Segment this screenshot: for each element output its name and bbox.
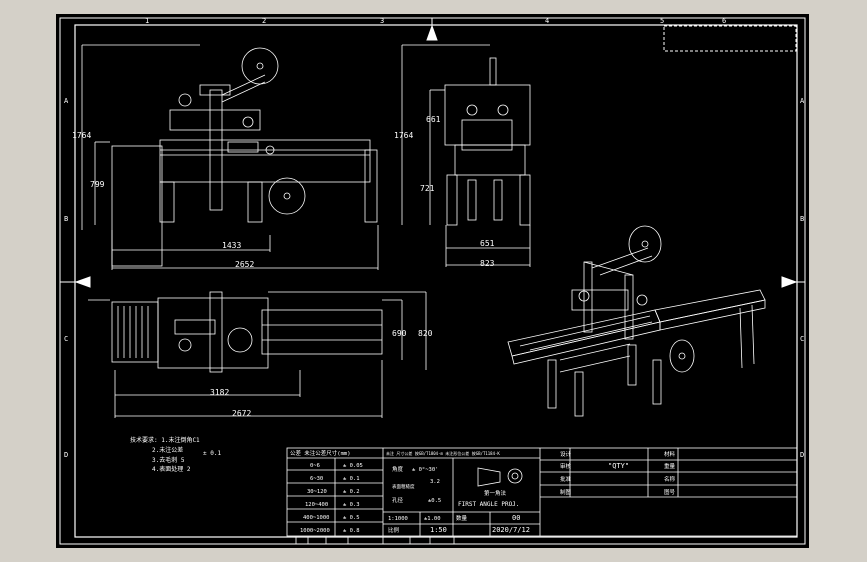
dim-label: 1433	[222, 241, 241, 250]
note-line: ± 0.1	[203, 450, 221, 457]
dim-label: 799	[90, 180, 105, 189]
tol-range: 400~1000	[303, 515, 330, 521]
approver-label: 批准	[560, 475, 572, 483]
tol-range: 6~30	[310, 476, 323, 482]
tol-range: 120~400	[305, 502, 328, 508]
checker-label: 审核	[560, 462, 572, 470]
number-field: 图号	[664, 488, 676, 496]
projection-en: FIRST ANGLE PROJ.	[458, 501, 519, 508]
hole-value: ±0.5	[428, 498, 441, 504]
note-line: 2.未注公差	[152, 446, 183, 454]
side-view-dimensions: 1764 661 721 651 823	[394, 115, 495, 268]
name-field: 名称	[664, 475, 676, 483]
general-header: 未注 尺寸公差 按GB/T1804-m 未注形位公差 按GB/T1184-K	[386, 450, 500, 456]
zone-number: 6	[722, 17, 726, 25]
scale-value: 1:50	[430, 526, 447, 534]
drawing-canvas	[56, 14, 809, 548]
date-value: 2020/7/12	[492, 526, 530, 534]
scale-label: 比例	[388, 526, 400, 534]
dim-label: 1764	[394, 131, 413, 140]
roughness-value: 3.2	[430, 479, 440, 485]
zone-letter: D	[800, 451, 804, 459]
tol-value: ± 0.5	[343, 515, 360, 521]
note-line: 技术要求: 1.未注倒角C1	[130, 436, 200, 444]
zone-numbers-top: 1 2 3 4 5 6	[145, 17, 726, 25]
zone-letter: D	[64, 451, 68, 459]
weight-field: 重量	[664, 462, 676, 470]
zone-number: 2	[262, 17, 266, 25]
dim-label: 3182	[210, 388, 229, 397]
zone-number: 4	[545, 17, 549, 25]
dim-label: 2652	[235, 260, 254, 269]
isometric-view[interactable]	[507, 225, 766, 417]
zone-letter: C	[800, 335, 804, 343]
front-view[interactable]	[81, 44, 379, 270]
angle-label: 角度	[392, 465, 404, 473]
tol-range: 1000~2000	[300, 528, 330, 534]
roughness-label: 表面粗糙度	[392, 483, 415, 490]
side-view[interactable]	[401, 44, 531, 267]
technical-notes: 技术要求: 1.未注倒角C1 2.未注公差 ± 0.1 3.去毛刺 5 4.表面…	[130, 436, 221, 473]
dim-label: 690	[392, 329, 407, 338]
tol-range: 0~6	[310, 463, 320, 469]
zone-letter: A	[800, 97, 805, 105]
qty-field: "QTY"	[608, 462, 629, 470]
zone-number: 3	[380, 17, 384, 25]
note-line: 4.表面处理 2	[152, 465, 191, 473]
dim-label: 820	[418, 329, 433, 338]
zone-letters: A B C D A B C D	[64, 97, 805, 459]
angle-value: ± 0°~30'	[412, 467, 439, 473]
zone-letter: B	[64, 215, 68, 223]
top-view[interactable]	[88, 291, 427, 418]
drafter-label: 制图	[560, 488, 572, 496]
zone-letter: C	[64, 335, 68, 343]
designer-label: 设计	[560, 450, 572, 458]
dim-label: 823	[480, 259, 495, 268]
tol-range: 30~120	[307, 489, 327, 495]
qty-label: 1:1000	[388, 516, 408, 522]
tol-value: ± 0.05	[343, 463, 363, 469]
zone-letter: A	[64, 97, 69, 105]
zone-number: 5	[660, 17, 664, 25]
tol-value: ± 0.2	[343, 489, 360, 495]
material-value: 00	[512, 514, 520, 522]
top-view-dimensions: 690 820 3182 2672	[210, 329, 433, 418]
sheet-inner-border	[74, 24, 798, 538]
zone-letter: B	[800, 215, 804, 223]
dim-label: 721	[420, 184, 435, 193]
material-field: 材料	[664, 450, 676, 458]
note-line: 3.去毛刺 5	[152, 456, 185, 464]
title-block	[286, 447, 798, 544]
projection-cn: 第一角法	[484, 489, 507, 497]
dim-label: 651	[480, 239, 495, 248]
revision-box	[663, 25, 797, 52]
center-marks	[60, 18, 805, 288]
hole-label: 孔径	[392, 496, 404, 504]
tol-value: ± 0.3	[343, 502, 360, 508]
front-view-dimensions: 1764 799 1433 2652	[72, 131, 254, 269]
tol-value: ± 0.1	[343, 476, 360, 482]
title-block-text: 公差 未注公差尺寸(mm) 0~6 ± 0.05 6~30 ± 0.1 30~1…	[290, 449, 676, 534]
dim-label: 2672	[232, 409, 251, 418]
tolerance-header: 公差 未注公差尺寸(mm)	[290, 449, 351, 457]
material-label: 数量	[456, 514, 468, 522]
dim-label: 1764	[72, 131, 91, 140]
qty-value: ±1.00	[424, 516, 441, 522]
zone-number: 1	[145, 17, 149, 25]
dim-label: 661	[426, 115, 441, 124]
tol-value: ± 0.8	[343, 528, 360, 534]
